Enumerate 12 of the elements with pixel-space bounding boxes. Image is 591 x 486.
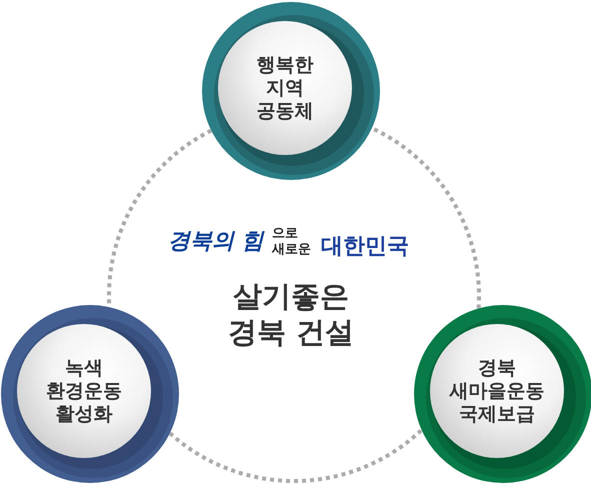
dotted-connector bbox=[370, 126, 481, 308]
slogan-text: 경북의 힘 bbox=[168, 228, 264, 254]
node-text: 행복한 지역 공동체 bbox=[256, 54, 314, 122]
node-text: 녹색 환경운동 활성화 bbox=[46, 356, 122, 426]
node-text: 경북 새마을운동 국제보급 bbox=[450, 356, 544, 426]
slogan-text: 새로운 bbox=[272, 242, 311, 257]
slogan-text: 으로 bbox=[272, 226, 298, 241]
title-text: 살기좋은 경북 건설 bbox=[227, 278, 355, 350]
slogan-text: 대한민국 bbox=[321, 234, 409, 260]
dotted-connector bbox=[168, 428, 423, 483]
ring-circle bbox=[202, 2, 380, 180]
ring-circle bbox=[1, 305, 179, 483]
